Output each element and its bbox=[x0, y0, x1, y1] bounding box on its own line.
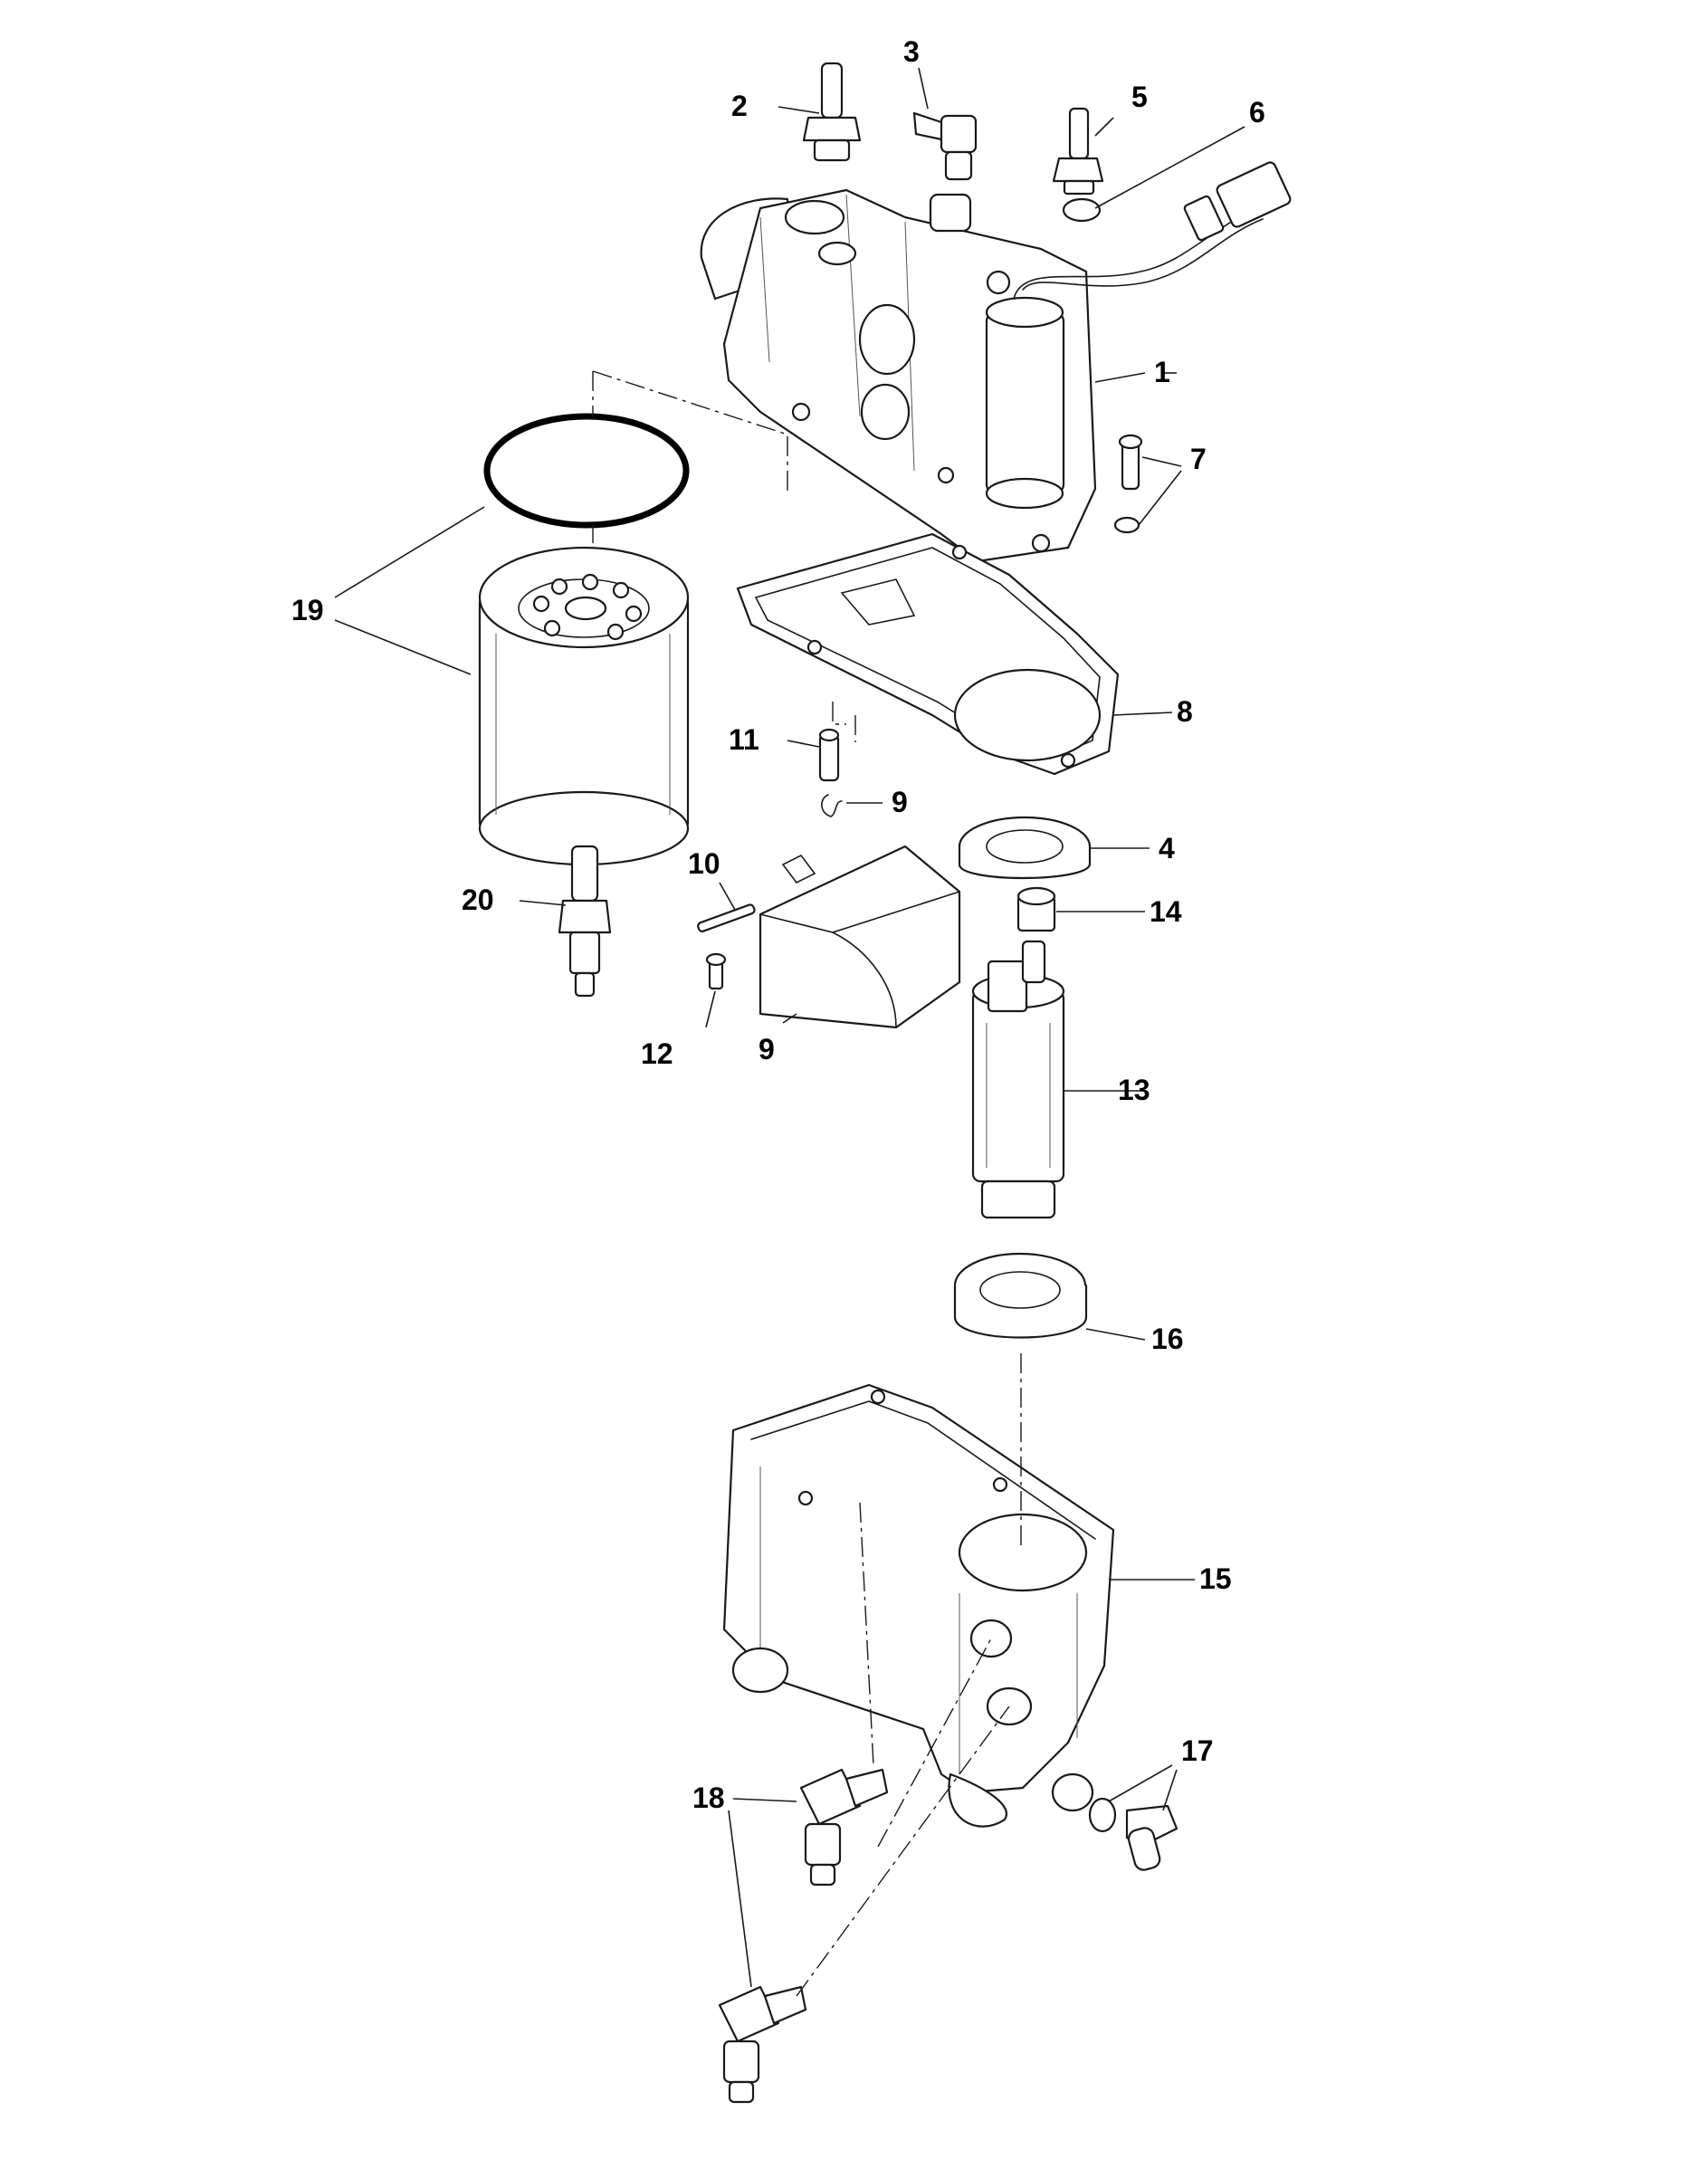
callout-7: 7 bbox=[1190, 443, 1207, 475]
callout-18: 18 bbox=[692, 1782, 725, 1814]
callout-15: 15 bbox=[1199, 1562, 1232, 1595]
part-14-bushing bbox=[1016, 886, 1056, 932]
part-2-fitting bbox=[802, 62, 862, 162]
callout-13: 13 bbox=[1118, 1074, 1150, 1106]
callout-12: 12 bbox=[641, 1037, 673, 1070]
callout-16: 16 bbox=[1151, 1323, 1184, 1355]
part-18-elbow-upper bbox=[799, 1768, 889, 1887]
part-10-pin bbox=[697, 903, 756, 932]
part-1-housing bbox=[700, 161, 1292, 563]
callout-8: 8 bbox=[1177, 695, 1193, 728]
part-9-float bbox=[759, 845, 961, 1029]
part-12-screw bbox=[705, 952, 727, 990]
part-15-reservoir bbox=[722, 1383, 1115, 1828]
callout-9-clip: 9 bbox=[892, 786, 908, 818]
callout-labels: 1 2 3 4 5 6 7 8 9 9 10 11 12 13 14 15 16… bbox=[291, 35, 1265, 1814]
callout-1: 1 bbox=[1154, 356, 1170, 388]
leader-lines bbox=[334, 67, 1245, 1988]
callout-17: 17 bbox=[1181, 1734, 1214, 1767]
callout-6: 6 bbox=[1249, 96, 1265, 129]
callout-10: 10 bbox=[688, 847, 720, 880]
part-3-elbow bbox=[912, 111, 978, 181]
callout-19: 19 bbox=[291, 594, 324, 626]
part-18-elbow-lower bbox=[718, 1985, 807, 2104]
part-19-filter bbox=[478, 413, 690, 866]
part-16-seal bbox=[953, 1252, 1088, 1339]
callout-11: 11 bbox=[729, 723, 759, 756]
part-5-valve bbox=[1052, 107, 1104, 196]
part-6-oring bbox=[1062, 197, 1102, 223]
callout-3: 3 bbox=[903, 35, 920, 68]
callout-5: 5 bbox=[1131, 81, 1148, 113]
part-4-seal bbox=[958, 816, 1092, 880]
part-20-probe bbox=[558, 845, 612, 998]
part-9-clip bbox=[821, 794, 843, 817]
alignment-lines bbox=[592, 370, 1022, 1997]
part-11-valve bbox=[818, 728, 840, 782]
part-17-plug bbox=[1088, 1797, 1178, 1871]
callout-20: 20 bbox=[462, 884, 494, 916]
callout-9-float: 9 bbox=[759, 1033, 775, 1065]
part-13-pump bbox=[971, 940, 1065, 1219]
callout-4: 4 bbox=[1159, 832, 1175, 865]
part-8-gasket bbox=[736, 532, 1120, 776]
part-7-screw-washer bbox=[1113, 434, 1143, 534]
callout-14: 14 bbox=[1150, 895, 1182, 928]
callout-2: 2 bbox=[731, 90, 748, 122]
